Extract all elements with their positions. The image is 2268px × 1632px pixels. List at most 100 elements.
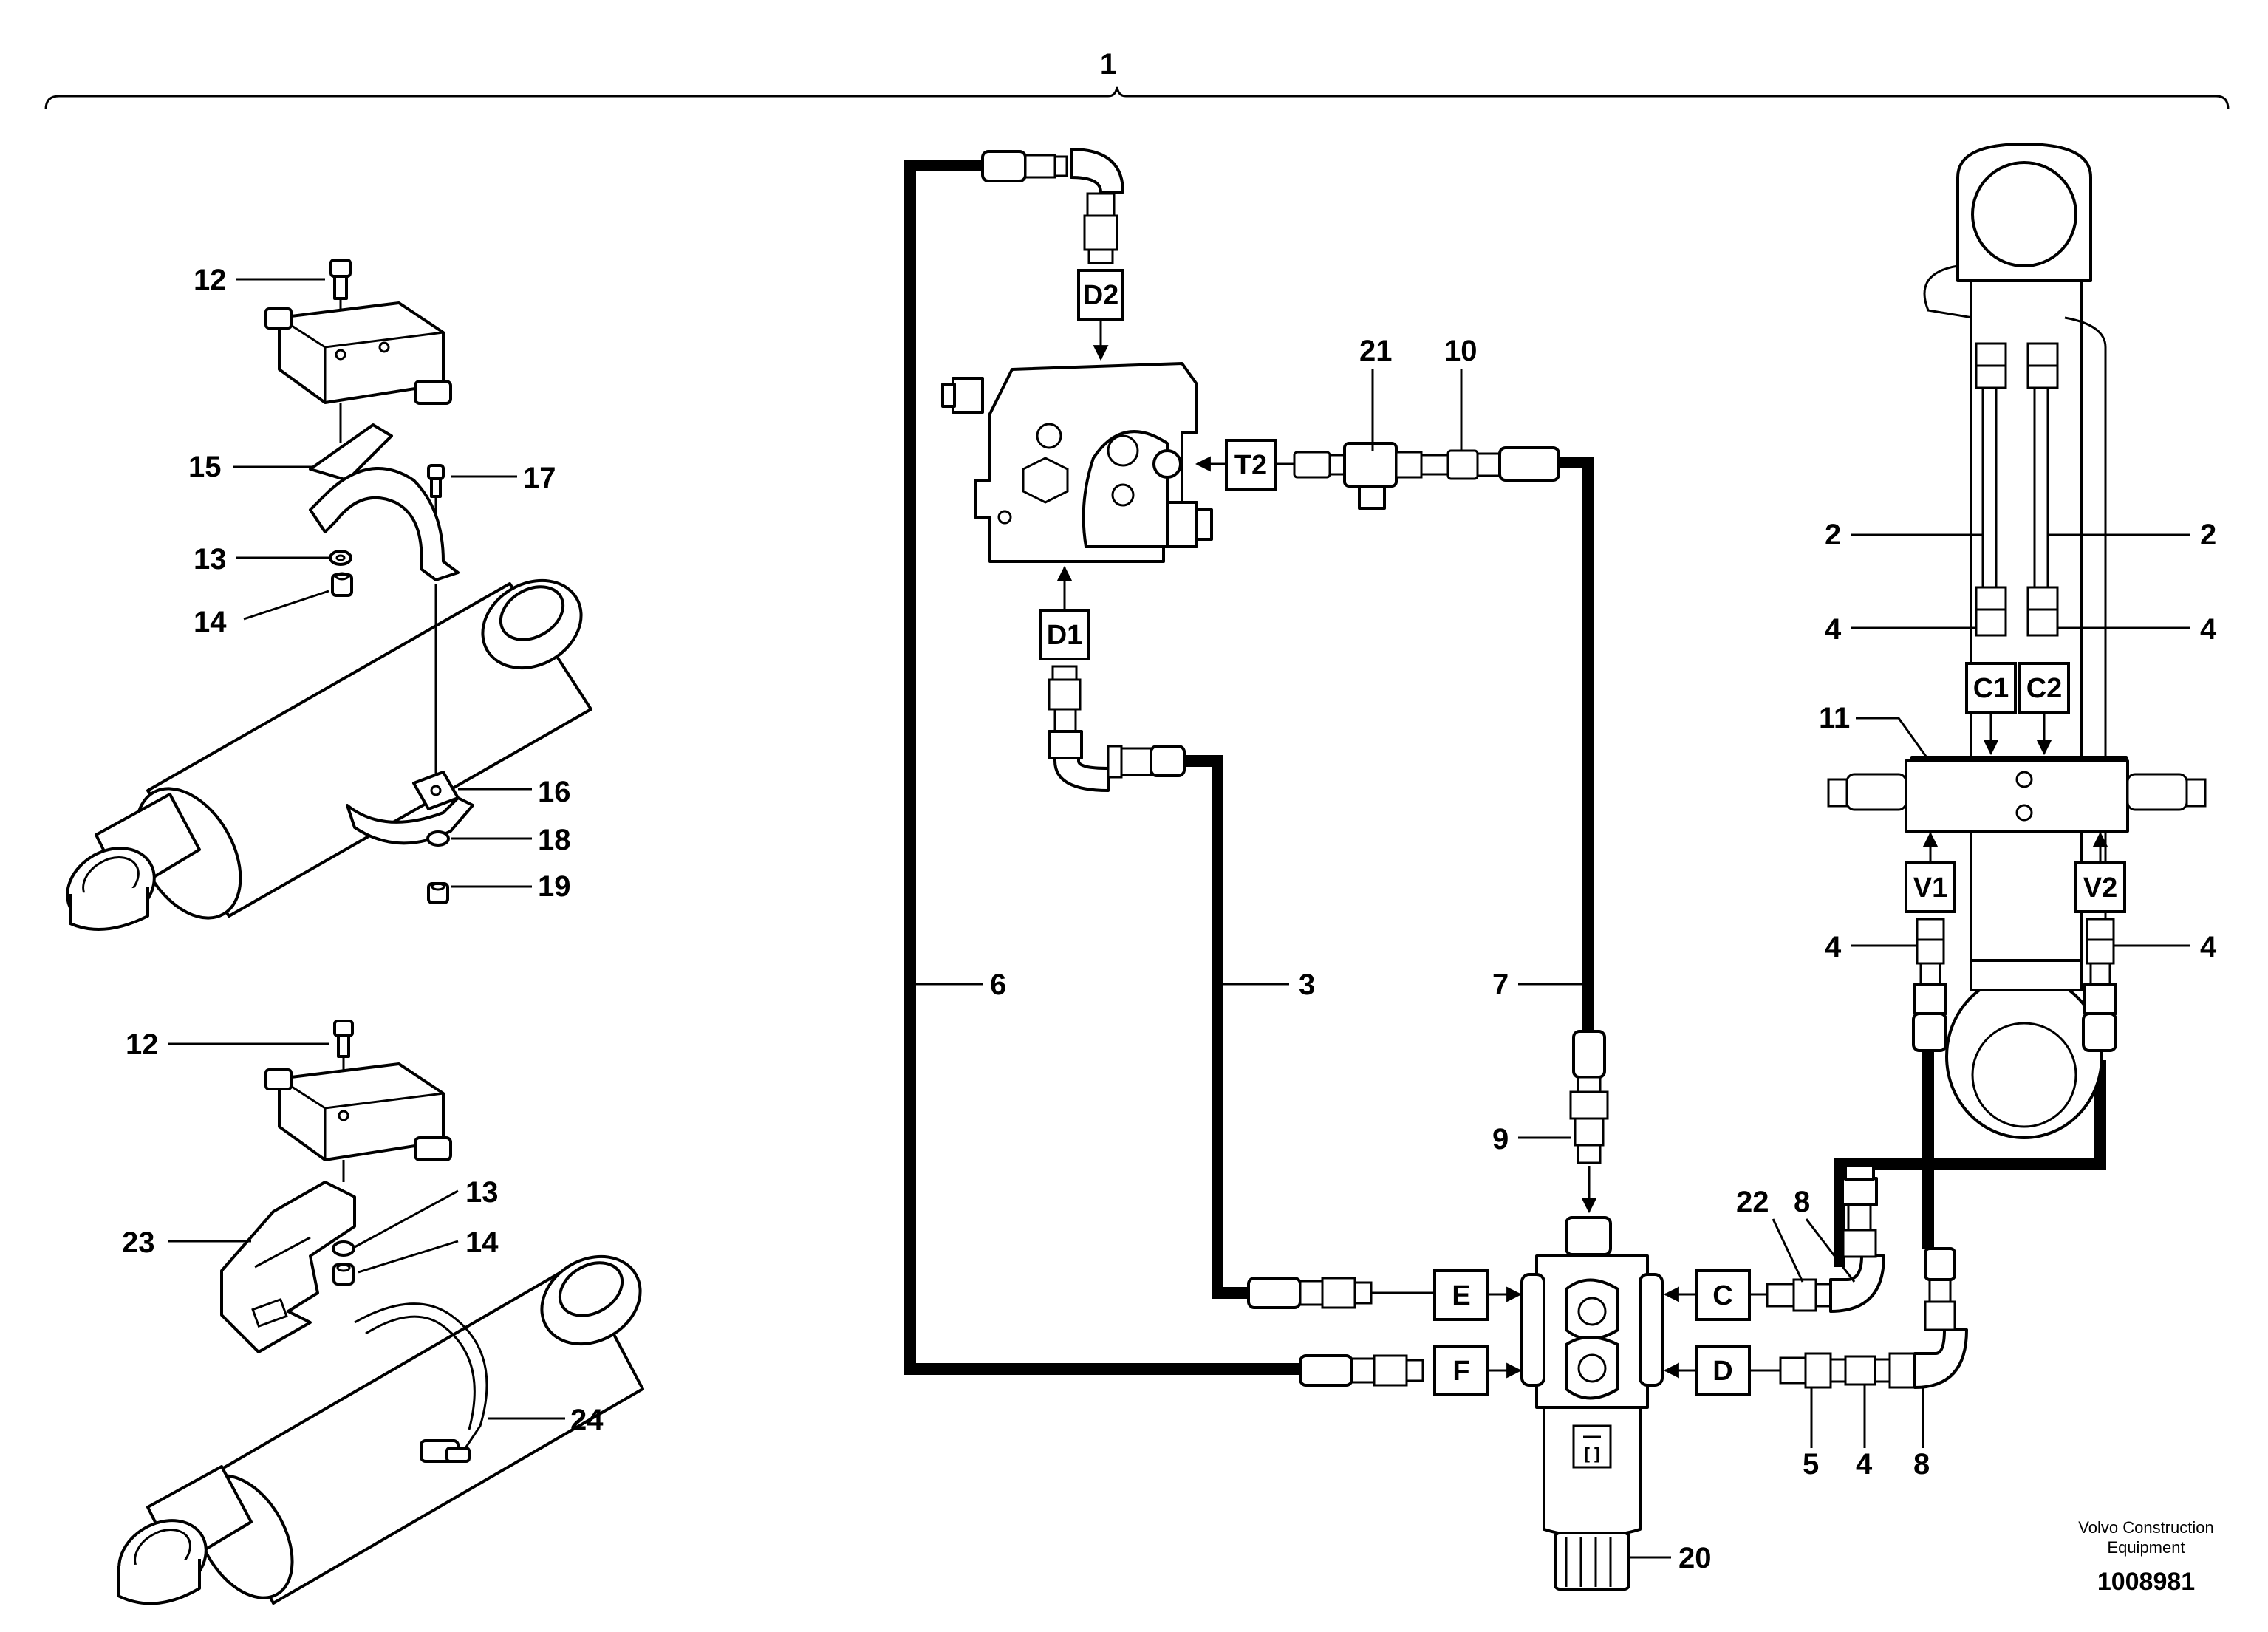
port-f: F bbox=[1433, 1345, 1523, 1396]
credit-line-2: Equipment bbox=[2107, 1538, 2185, 1557]
callout-16: 16 bbox=[538, 776, 571, 808]
port-c1-label: C1 bbox=[1973, 673, 2009, 704]
callout-5: 5 bbox=[1803, 1448, 1819, 1481]
port-v2: V2 bbox=[2074, 831, 2126, 913]
nut-14-lower bbox=[332, 1263, 355, 1286]
callout-6: 6 bbox=[990, 969, 1006, 1001]
hose-3 bbox=[1182, 755, 1249, 1299]
fitting-e bbox=[1247, 1277, 1373, 1309]
fitting-22-elbow bbox=[1766, 1164, 1885, 1313]
hose-7 bbox=[1559, 457, 1594, 1034]
washer-13-lower bbox=[332, 1240, 355, 1257]
hose-lines bbox=[904, 160, 2106, 1375]
bolt-12-upper bbox=[329, 259, 352, 347]
port-v1-label: V1 bbox=[1913, 873, 1947, 904]
callout-4-bottom: 4 bbox=[1856, 1448, 1873, 1481]
port-e-label: E bbox=[1452, 1280, 1470, 1311]
callout-12-lower: 12 bbox=[126, 1028, 159, 1061]
callout-22: 22 bbox=[1736, 1186, 1769, 1218]
port-d1-label: D1 bbox=[1047, 620, 1083, 651]
port-t2: T2 bbox=[1195, 439, 1294, 491]
callout-23: 23 bbox=[122, 1226, 155, 1259]
lower-callouts: 12 13 23 14 24 bbox=[122, 1028, 604, 1436]
port-d2-label: D2 bbox=[1083, 280, 1119, 311]
bracket-23 bbox=[220, 1181, 356, 1353]
screw-17 bbox=[427, 464, 445, 517]
cylinder-upper bbox=[66, 578, 592, 931]
washer-13-upper bbox=[329, 550, 352, 566]
port-d1: D1 bbox=[1039, 565, 1090, 660]
port-f-label: F bbox=[1452, 1356, 1469, 1387]
port-c2: C2 bbox=[2018, 662, 2070, 756]
callout-21: 21 bbox=[1359, 335, 1393, 367]
port-c: C bbox=[1663, 1269, 1767, 1321]
callout-4-right-upper: 4 bbox=[2200, 613, 2217, 646]
port-d-label: D bbox=[1712, 1356, 1732, 1387]
callout-4-right-lower: 4 bbox=[2200, 931, 2217, 963]
doc-number: 1008981 bbox=[2097, 1568, 2195, 1596]
upper-cylinder-assembly bbox=[66, 259, 592, 931]
callout-4-left-upper: 4 bbox=[1825, 613, 1842, 646]
hose-clamp-24 bbox=[354, 1302, 488, 1463]
upper-callouts: 12 15 17 13 14 16 18 19 bbox=[188, 264, 571, 903]
valve-block-lower bbox=[264, 1062, 452, 1161]
credit-block: Volvo Construction Equipment 1008981 bbox=[2078, 1518, 2213, 1596]
valve-block-11 bbox=[1827, 759, 2207, 833]
assembly-callout: 1 bbox=[1100, 48, 1116, 81]
callout-13-lower: 13 bbox=[465, 1176, 499, 1209]
nut-14-upper bbox=[331, 572, 353, 597]
callout-3: 3 bbox=[1299, 969, 1315, 1001]
fitting-f bbox=[1299, 1354, 1424, 1387]
callout-15: 15 bbox=[188, 451, 222, 483]
credit-line-1: Volvo Construction bbox=[2078, 1518, 2213, 1537]
callout-2-right: 2 bbox=[2200, 519, 2216, 551]
pipes-2 bbox=[1975, 342, 2059, 637]
fitting-top-elbow bbox=[981, 148, 1124, 264]
valve-block-upper bbox=[264, 301, 452, 405]
fitting-5-4-8 bbox=[1779, 1247, 1968, 1389]
callout-9: 9 bbox=[1492, 1123, 1509, 1155]
hose-6 bbox=[904, 160, 1300, 1375]
circuit-callouts: 21 10 6 3 7 9 20 22 8 5 4 8 11 2 2 4 4 bbox=[916, 335, 2217, 1574]
callout-8-lower: 8 bbox=[1913, 1448, 1930, 1481]
bracket-15 bbox=[309, 423, 460, 581]
fitting-d1-elbow bbox=[1048, 665, 1186, 792]
port-v2-label: V2 bbox=[2083, 873, 2117, 904]
port-v1: V1 bbox=[1905, 831, 1956, 913]
callout-17: 17 bbox=[523, 462, 556, 494]
control-valve-20: [ ] bbox=[1520, 1216, 1664, 1591]
hose-cylinder-upper bbox=[1834, 1060, 2106, 1267]
callout-12-upper: 12 bbox=[194, 264, 227, 296]
callout-13-upper: 13 bbox=[194, 543, 227, 576]
callout-24: 24 bbox=[570, 1404, 604, 1436]
washer-18 bbox=[426, 830, 450, 847]
callout-4-left-lower: 4 bbox=[1825, 931, 1842, 963]
callout-2-left: 2 bbox=[1825, 519, 1841, 551]
fitting-9-stack bbox=[1569, 1030, 1609, 1214]
nut-19 bbox=[427, 882, 449, 904]
callout-11: 11 bbox=[1819, 702, 1850, 734]
callout-7: 7 bbox=[1492, 969, 1509, 1001]
brake-valve bbox=[941, 362, 1213, 563]
port-t2-label: T2 bbox=[1234, 450, 1267, 481]
callout-8-upper: 8 bbox=[1794, 1186, 1810, 1218]
port-c2-label: C2 bbox=[2026, 673, 2063, 704]
fitting-10 bbox=[1446, 446, 1560, 482]
assembly-brace bbox=[44, 86, 2230, 110]
fittings-v1-v2 bbox=[1912, 918, 2117, 1052]
port-e: E bbox=[1371, 1269, 1523, 1321]
callout-10: 10 bbox=[1444, 335, 1478, 367]
port-c1: C1 bbox=[1965, 662, 2017, 756]
callout-20: 20 bbox=[1678, 1542, 1712, 1574]
callout-14-lower: 14 bbox=[465, 1226, 499, 1259]
tee-fitting-21 bbox=[1293, 442, 1449, 510]
callout-14-upper: 14 bbox=[194, 606, 227, 638]
port-d2: D2 bbox=[1077, 269, 1124, 361]
callout-19: 19 bbox=[538, 870, 571, 903]
port-c-label: C bbox=[1712, 1280, 1732, 1311]
svg-text:[ ]: [ ] bbox=[1585, 1444, 1600, 1463]
cylinder-lower bbox=[117, 1254, 644, 1605]
lower-cylinder-assembly bbox=[117, 1020, 644, 1605]
callout-18: 18 bbox=[538, 824, 571, 856]
